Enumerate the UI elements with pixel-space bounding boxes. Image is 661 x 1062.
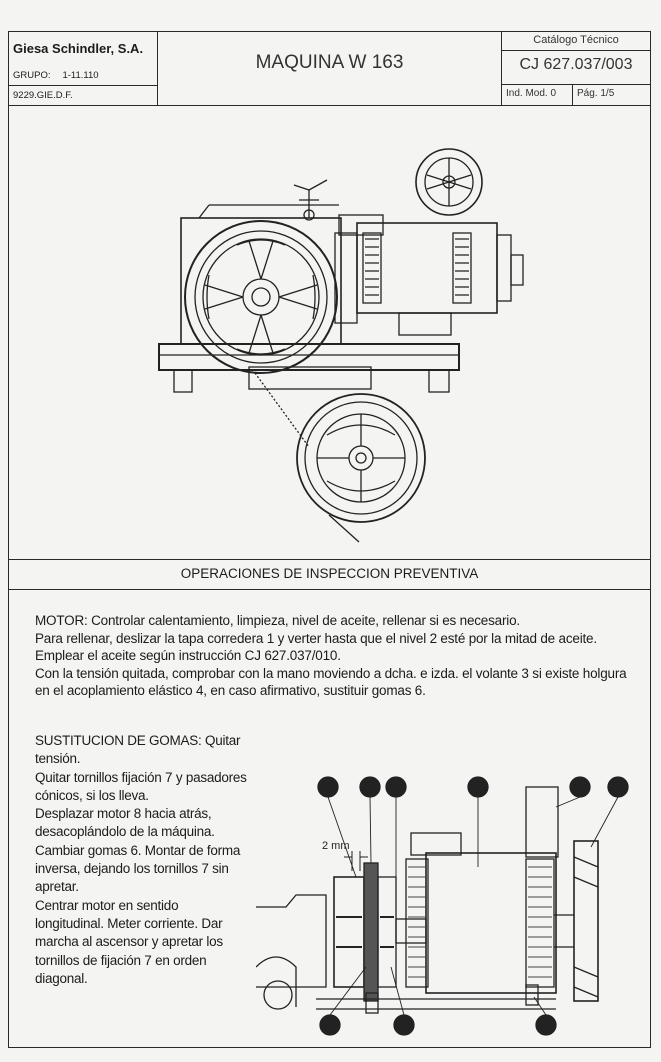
motor-paragraph-2: Para rellenar, deslizar la tapa correder… <box>35 630 597 664</box>
callout-9: 9 <box>577 780 584 794</box>
group-label: GRUPO: <box>13 70 51 81</box>
catalog-sheet: Giesa Schindler, S.A. GRUPO:1-11.110 922… <box>8 31 651 1048</box>
header-right: Catálogo Técnico CJ 627.037/003 Ind. Mod… <box>501 32 650 105</box>
page-number: Pág. 1/5 <box>577 88 615 99</box>
substitution-instructions: SUSTITUCION DE GOMAS: Quitar tensión. Qu… <box>35 732 249 988</box>
catalog-reference: CJ 627.037/003 <box>519 56 633 73</box>
divider <box>502 50 650 51</box>
lower-wheel <box>296 393 426 523</box>
document-code: 9229.GIE.D.F. <box>13 90 73 101</box>
motor-body <box>356 222 524 336</box>
index-modification: Ind. Mod. 0 <box>506 88 557 99</box>
traction-wheel <box>184 220 338 374</box>
page-title: MAQUINA W 163 <box>255 52 404 73</box>
divider <box>502 84 650 85</box>
motor-instructions: MOTOR: Controlar calentamiento, limpieza… <box>35 612 635 700</box>
substitution-paragraph-5: Centrar motor en sentido longitudinal. M… <box>35 897 223 986</box>
coupling-detail-svg: 2 mm 5 4 1 8 9 3 6 2 7 <box>255 776 629 1036</box>
group-line: GRUPO: 1-11.110 <box>13 70 99 81</box>
machine-drawing <box>9 105 650 560</box>
substitution-paragraph-4: Cambiar gomas 6. Montar de forma inversa… <box>35 842 241 895</box>
section-title: OPERACIONES DE INSPECCION PREVENTIVA <box>9 559 650 590</box>
substitution-paragraph-1: SUSTITUCION DE GOMAS: Quitar tensión. <box>35 733 241 767</box>
header-block: Giesa Schindler, S.A. GRUPO: 1-11.110 922… <box>9 32 650 106</box>
company-name: Giesa Schindler, S.A. <box>13 41 144 56</box>
catalog-label: Catálogo Técnico <box>533 34 619 46</box>
gap-dimension-label: 2 mm <box>322 840 350 852</box>
group-value: 1-11.110 <box>62 70 99 81</box>
callout-2: 2 <box>401 1018 408 1032</box>
callout-1: 1 <box>393 780 400 794</box>
substitution-paragraph-3: Desplazar motor 8 hacia atrás, desacoplá… <box>35 806 215 840</box>
callout-5: 5 <box>325 780 332 794</box>
callout-7: 7 <box>543 1018 550 1032</box>
brake-drum <box>415 148 483 216</box>
motor-paragraph-1: MOTOR: Controlar calentamiento, limpieza… <box>35 613 520 628</box>
callout-6: 6 <box>327 1018 334 1032</box>
callout-3: 3 <box>615 780 622 794</box>
header-left: Giesa Schindler, S.A. GRUPO: 1-11.110 922… <box>9 32 158 105</box>
coupling-detail-drawing: 2 mm 5 4 1 8 9 3 6 2 7 <box>255 767 656 1042</box>
callout-4: 4 <box>367 780 374 794</box>
substitution-paragraph-2: Quitar tornillos fijación 7 y pasadores … <box>35 769 247 803</box>
callout-8: 8 <box>475 780 482 794</box>
motor-paragraph-3: Con la tensión quitada, comprobar con la… <box>35 665 627 699</box>
divider <box>572 84 573 105</box>
divider <box>9 85 157 86</box>
machine-illustration <box>158 148 524 543</box>
